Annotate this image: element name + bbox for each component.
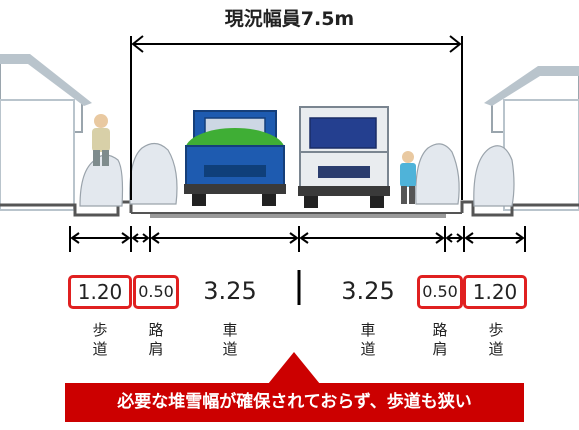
label-char: 車 <box>222 321 238 339</box>
left-house <box>0 54 92 211</box>
segment-shoulder-left-value: 0.50 <box>133 275 179 309</box>
truck-right <box>298 106 390 208</box>
label-char: 道 <box>488 340 504 358</box>
callout-pointer <box>268 352 320 384</box>
issue-callout: 必要な堆雪幅が確保されておらず、歩道も狭い <box>65 383 524 422</box>
label-char: 道 <box>222 340 238 358</box>
total-width-label: 現況幅員7.5m <box>224 8 355 30</box>
segment-sidewalk-right-label: 歩 道 <box>486 321 506 359</box>
label-char: 道 <box>360 340 376 358</box>
snow-pile-left <box>79 142 178 207</box>
right-house <box>484 66 579 211</box>
snow-pile-right <box>415 143 515 207</box>
label-char: 歩 <box>488 321 504 339</box>
total-width-arrow <box>130 35 463 200</box>
segment-shoulder-left-label: 路 肩 <box>146 321 166 359</box>
segment-sidewalk-left-label: 歩 道 <box>90 321 110 359</box>
segment-carriageway-right-label: 車 道 <box>358 321 378 359</box>
segment-shoulder-right-label: 路 肩 <box>430 321 450 359</box>
label-char: 肩 <box>432 340 448 358</box>
pedestrian-right <box>400 151 416 204</box>
label-char: 路 <box>148 321 164 339</box>
label-char: 路 <box>432 321 448 339</box>
pedestrian-left <box>92 114 110 166</box>
segment-sidewalk-left-value: 1.20 <box>68 275 132 309</box>
segment-carriageway-right-value: 3.25 <box>341 277 395 305</box>
segment-carriageway-left-value: 3.25 <box>203 277 257 305</box>
segment-sidewalk-right-value: 1.20 <box>463 275 527 309</box>
label-char: 車 <box>360 321 376 339</box>
truck-left <box>184 110 286 206</box>
label-char: 肩 <box>148 340 164 358</box>
dimension-lines <box>69 226 526 305</box>
segment-shoulder-right-value: 0.50 <box>417 275 463 309</box>
label-char: 道 <box>92 340 108 358</box>
segment-carriageway-left-label: 車 道 <box>220 321 240 359</box>
label-char: 歩 <box>92 321 108 339</box>
roadway-surface <box>150 212 446 218</box>
